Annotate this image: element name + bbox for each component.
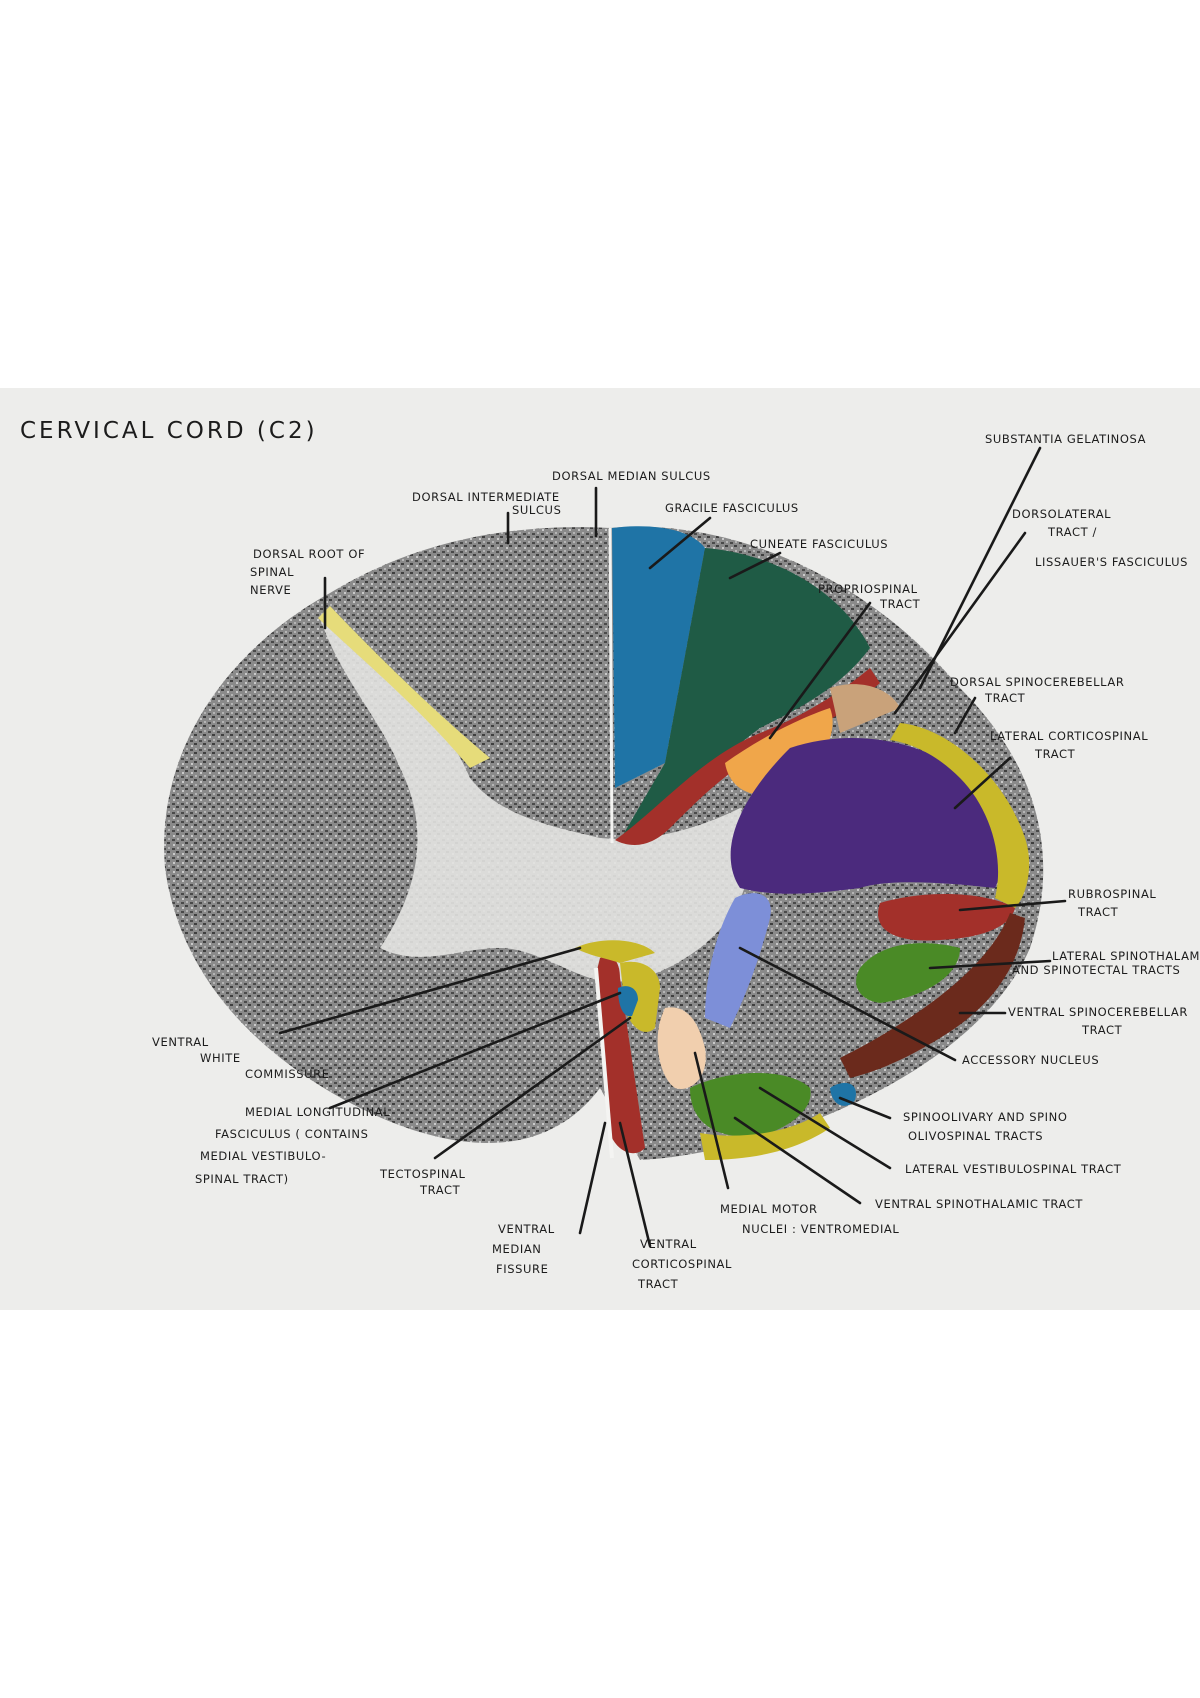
label-mlf-1: MEDIAL LONGITUDINAL <box>245 1105 390 1119</box>
label-lateral-spinothalamic-1: LATERAL SPINOTHALAMIC <box>1052 949 1200 963</box>
label-ventral-spinocerebellar-1: VENTRAL SPINOCEREBELLAR <box>1008 1005 1188 1019</box>
label-mlf-4: SPINAL TRACT) <box>195 1172 289 1186</box>
diagram-title: CERVICAL CORD (C2) <box>20 418 318 444</box>
label-medial-motor-2: NUCLEI : VENTROMEDIAL <box>742 1222 899 1236</box>
label-ventral-spinocerebellar-2: TRACT <box>1081 1023 1123 1037</box>
label-dorsolateral-tract-1: DORSOLATERAL <box>1012 507 1111 521</box>
spinal-cord-diagram: CERVICAL CORD (C2) SUBSTANTIA GELATINOSA… <box>0 388 1200 1310</box>
label-ventral-white-commissure-1: VENTRAL <box>152 1035 209 1049</box>
label-spinoolivary-1: SPINOOLIVARY AND SPINO <box>903 1110 1068 1124</box>
label-lateral-spinothalamic-2: AND SPINOTECTAL TRACTS <box>1012 963 1180 977</box>
label-substantia-gelatinosa: SUBSTANTIA GELATINOSA <box>985 432 1146 446</box>
label-ventral-median-fissure-2: MEDIAN <box>492 1242 542 1256</box>
label-ventral-corticospinal-3: TRACT <box>637 1277 679 1291</box>
label-dorsal-spinocerebellar-2: TRACT <box>984 691 1026 705</box>
label-ventral-median-fissure-1: VENTRAL <box>498 1222 555 1236</box>
label-propriospinal-1: PROPRIOSPINAL <box>818 582 918 596</box>
label-dorsal-median-sulcus: DORSAL MEDIAN SULCUS <box>552 469 711 483</box>
label-dorsal-intermediate-sulcus-1: DORSAL INTERMEDIATE <box>412 490 560 504</box>
label-lissauers-fasciculus: LISSAUER'S FASCICULUS <box>1035 555 1188 569</box>
label-mlf-3: MEDIAL VESTIBULO- <box>200 1149 326 1163</box>
label-dorsal-spinocerebellar-1: DORSAL SPINOCEREBELLAR <box>950 675 1124 689</box>
label-tectospinal-1: TECTOSPINAL <box>379 1167 466 1181</box>
label-spinoolivary-2: OLIVOSPINAL TRACTS <box>908 1129 1043 1143</box>
label-lateral-corticospinal-1: LATERAL CORTICOSPINAL <box>990 729 1148 743</box>
label-lateral-corticospinal-2: TRACT <box>1034 747 1076 761</box>
label-dorsal-root-1: DORSAL ROOT OF <box>253 547 365 561</box>
label-mlf-2: FASCICULUS ( CONTAINS <box>215 1127 369 1141</box>
label-cuneate-fasciculus: CUNEATE FASCICULUS <box>750 537 888 551</box>
label-dorsal-root-2: SPINAL <box>250 565 294 579</box>
label-dorsolateral-tract-2: TRACT / <box>1047 525 1097 539</box>
label-dorsal-root-3: NERVE <box>250 583 291 597</box>
label-accessory-nucleus: ACCESSORY NUCLEUS <box>962 1053 1099 1067</box>
label-ventral-corticospinal-1: VENTRAL <box>640 1237 697 1251</box>
label-ventral-spinothalamic: VENTRAL SPINOTHALAMIC TRACT <box>875 1197 1083 1211</box>
label-ventral-corticospinal-2: CORTICOSPINAL <box>632 1257 732 1271</box>
label-lateral-vestibulospinal: LATERAL VESTIBULOSPINAL TRACT <box>905 1162 1122 1176</box>
label-tectospinal-2: TRACT <box>419 1183 461 1197</box>
drawing-sheet: CERVICAL CORD (C2) SUBSTANTIA GELATINOSA… <box>0 388 1200 1310</box>
label-ventral-median-fissure-3: FISSURE <box>496 1262 548 1276</box>
dorsal-median-sulcus-line <box>610 528 612 843</box>
label-rubrospinal-1: RUBROSPINAL <box>1068 887 1156 901</box>
label-gracile-fasciculus: GRACILE FASCICULUS <box>665 501 799 515</box>
label-propriospinal-2: TRACT <box>879 597 921 611</box>
label-dorsal-intermediate-sulcus-2: SULCUS <box>512 503 561 517</box>
label-ventral-white-commissure-3: COMMISSURE <box>245 1067 330 1081</box>
label-medial-motor-1: MEDIAL MOTOR <box>720 1202 818 1216</box>
label-rubrospinal-2: TRACT <box>1077 905 1119 919</box>
label-ventral-white-commissure-2: WHITE <box>200 1051 241 1065</box>
